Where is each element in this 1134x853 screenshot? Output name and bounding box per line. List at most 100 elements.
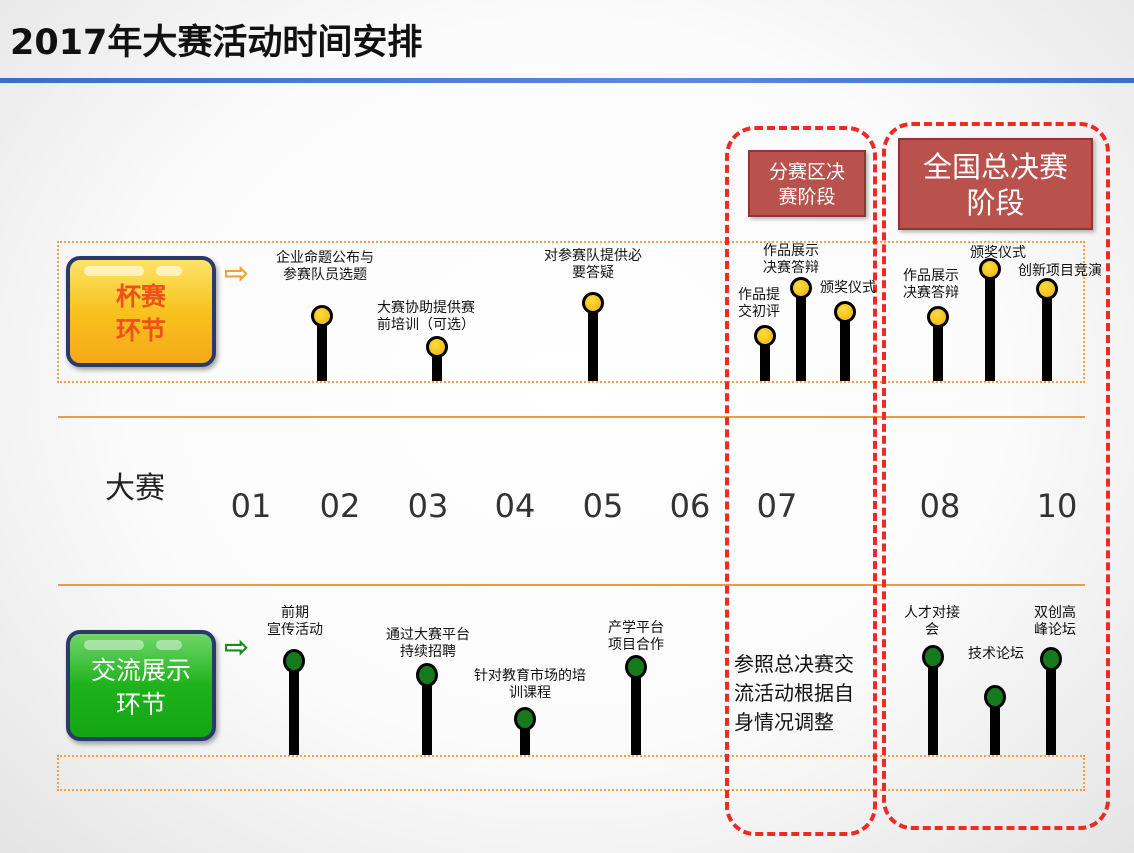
pin-marker-icon — [283, 649, 305, 673]
note-line: 流活动根据自 — [734, 681, 854, 705]
pin-stem — [588, 303, 598, 381]
event-label-line: 项目合作 — [608, 637, 664, 653]
exchange-row-box — [57, 755, 1085, 791]
pin-stem — [422, 675, 432, 755]
pin-stem — [990, 697, 1000, 755]
badge-line: 环节 — [115, 316, 166, 345]
pin-marker-icon — [834, 301, 856, 323]
pin-marker-icon — [514, 707, 536, 731]
pin-stem — [631, 667, 641, 755]
cup-row-box — [57, 241, 1085, 383]
month-label: 07 — [756, 487, 798, 525]
pin-stem — [1046, 659, 1056, 755]
title-underline — [0, 78, 1134, 83]
divider-top — [58, 416, 1085, 418]
event-label-line: 人才对接 — [904, 605, 960, 621]
row-label-contest: 大赛 — [105, 471, 165, 506]
event-label: 人才对接会 — [904, 605, 960, 639]
divider-bottom — [58, 584, 1085, 586]
pin-stem — [760, 336, 770, 381]
event-label: 颁奖仪式 — [970, 245, 1026, 262]
event-label: 双创高峰论坛 — [1034, 605, 1076, 639]
arrow-right-icon: ⇨ — [224, 630, 250, 665]
pin-marker-icon — [754, 325, 776, 347]
month-label: 02 — [319, 487, 361, 525]
month-label: 06 — [669, 487, 711, 525]
event-label-line: 颁奖仪式 — [820, 280, 876, 296]
event-label-line: 会 — [925, 622, 939, 638]
badge-line: 杯赛 — [115, 282, 166, 311]
note-line: 身情况调整 — [734, 710, 834, 734]
regional-final-region — [725, 126, 877, 836]
event-label-line: 前培训（可选） — [377, 317, 475, 333]
event-label-line: 企业命题公布与 — [276, 250, 374, 266]
month-label: 08 — [919, 487, 961, 525]
event-label: 大赛协助提供赛前培训（可选） — [377, 300, 475, 334]
pin-marker-icon — [922, 645, 944, 669]
badge-line: 环节 — [115, 690, 166, 719]
event-label: 通过大赛平台持续招聘 — [386, 627, 470, 661]
pin-stem — [1042, 289, 1052, 381]
pin-stem — [289, 661, 299, 755]
note-line: 参照总决赛交 — [734, 652, 854, 676]
pin-marker-icon — [1036, 278, 1058, 300]
event-label: 对参赛队提供必要答疑 — [544, 248, 642, 282]
pin-stem — [933, 317, 943, 381]
event-label-line: 前期 — [281, 605, 309, 621]
month-label: 10 — [1036, 487, 1078, 525]
national-final-region — [882, 122, 1110, 830]
event-label: 前期宣传活动 — [267, 605, 323, 639]
event-label-line: 决赛答辩 — [903, 285, 959, 301]
stage-line: 阶段 — [966, 186, 1025, 220]
month-label: 04 — [494, 487, 536, 525]
pin-stem — [985, 269, 995, 381]
exchange-session-badge: 交流展示 环节 — [66, 630, 216, 741]
arrow-right-icon: ⇨ — [224, 256, 250, 291]
event-label: 企业命题公布与参赛队员选题 — [276, 250, 374, 284]
stage-line: 赛阶段 — [778, 186, 836, 208]
event-label: 创新项目竞演 — [1018, 263, 1102, 280]
pin-marker-icon — [625, 655, 647, 679]
event-label: 作品展示决赛答辩 — [763, 243, 819, 277]
page-title: 2017年大赛活动时间安排 — [10, 23, 423, 63]
pin-marker-icon — [426, 336, 448, 358]
regional-exchange-note: 参照总决赛交 流活动根据自 身情况调整 — [734, 650, 854, 737]
event-label-line: 大赛协助提供赛 — [377, 300, 475, 316]
event-label: 技术论坛 — [968, 646, 1024, 663]
pin-marker-icon — [790, 277, 812, 299]
event-label-line: 峰论坛 — [1034, 622, 1076, 638]
pin-marker-icon — [1040, 647, 1062, 671]
event-label-line: 技术论坛 — [968, 646, 1024, 662]
pin-stem — [520, 719, 530, 755]
pin-marker-icon — [979, 258, 1001, 280]
month-label: 03 — [407, 487, 449, 525]
pin-stem — [432, 347, 442, 381]
pin-stem — [840, 312, 850, 381]
national-final-stage-label: 全国总决赛 阶段 — [898, 138, 1093, 230]
month-label: 01 — [230, 487, 272, 525]
event-label-line: 产学平台 — [608, 620, 664, 636]
event-label: 针对教育市场的培训课程 — [474, 668, 586, 702]
pin-stem — [928, 657, 938, 755]
cup-session-badge: 杯赛 环节 — [66, 256, 216, 367]
event-label-line: 训课程 — [509, 685, 551, 701]
event-label: 产学平台项目合作 — [608, 620, 664, 654]
event-label-line: 创新项目竞演 — [1018, 263, 1102, 279]
stage-line: 分赛区决 — [768, 161, 845, 183]
event-label-line: 参赛队员选题 — [283, 267, 367, 283]
event-label-line: 要答疑 — [572, 265, 614, 281]
event-label-line: 针对教育市场的培 — [474, 668, 586, 684]
event-label: 颁奖仪式 — [820, 280, 876, 297]
pin-marker-icon — [984, 685, 1006, 709]
event-label-line: 交初评 — [738, 304, 780, 320]
event-label-line: 作品展示 — [903, 268, 959, 284]
pin-marker-icon — [582, 292, 604, 314]
pin-marker-icon — [416, 663, 438, 687]
event-label: 作品展示决赛答辩 — [903, 268, 959, 302]
stage-line: 全国总决赛 — [922, 150, 1068, 184]
event-label-line: 作品展示 — [763, 243, 819, 259]
pin-stem — [796, 288, 806, 381]
event-label-line: 颁奖仪式 — [970, 245, 1026, 261]
month-label: 05 — [582, 487, 624, 525]
event-label-line: 持续招聘 — [400, 644, 456, 660]
